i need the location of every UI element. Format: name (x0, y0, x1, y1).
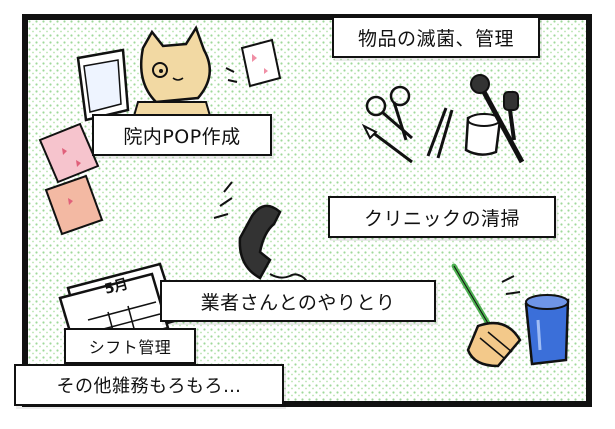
caption-pop-text: 院内POP作成 (123, 125, 241, 148)
scissors-icon (365, 85, 413, 141)
caption-misc: その他雑務もろもろ… (14, 364, 284, 406)
caption-shift-text: シフト管理 (88, 338, 172, 357)
dental-mirror-icon (470, 74, 525, 164)
cat-character-icon (132, 25, 212, 117)
cup-icon (464, 113, 502, 156)
telephone-icon (213, 181, 309, 296)
caption-sterilize: 物品の滅菌、管理 (332, 16, 540, 58)
caption-cleaning: クリニックの清掃 (328, 196, 556, 238)
caption-vendor: 業者さんとのやりとり (160, 280, 436, 322)
tweezers-icon (426, 107, 454, 159)
calendar-month-label: 5月 (103, 276, 130, 298)
broom-icon (451, 263, 522, 368)
pop-card-icon (38, 122, 104, 236)
caption-sterilize-text: 物品の滅菌、管理 (357, 27, 514, 50)
pop-card-icon (225, 38, 282, 88)
caption-pop: 院内POP作成 (92, 114, 272, 156)
monitor-icon (76, 48, 130, 122)
illustrations: 5月 (38, 25, 570, 368)
scalpel-icon (361, 123, 413, 164)
caption-misc-text: その他雑務もろもろ… (56, 376, 242, 397)
caption-vendor-text: 業者さんとのやりとり (200, 291, 396, 314)
caption-shift: シフト管理 (64, 328, 196, 364)
caption-cleaning-text: クリニックの清掃 (363, 207, 520, 230)
bucket-icon (524, 294, 570, 366)
